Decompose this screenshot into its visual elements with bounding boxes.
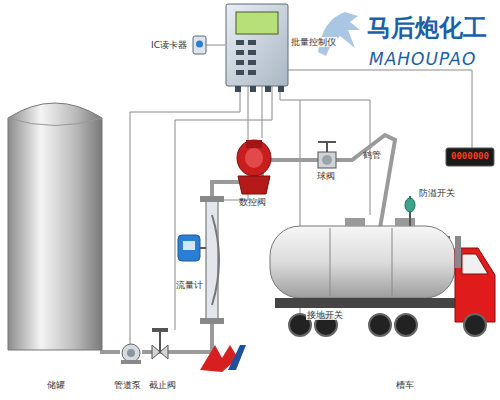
device-label: 数控阀 — [238, 197, 267, 207]
device-label: 储罐 — [46, 380, 66, 390]
overflow-switch — [405, 196, 415, 226]
device-label: 流量计 — [175, 280, 204, 290]
flow-meter — [178, 196, 224, 324]
device-label: 批量控制仪 — [290, 37, 337, 47]
jn-logo — [200, 345, 246, 372]
device-label: 防溢开关 — [418, 188, 456, 198]
watermark-logo — [318, 12, 360, 56]
device-label: 接地开关 — [306, 310, 344, 320]
device-label: 截止阀 — [148, 380, 177, 390]
tanker-truck — [270, 218, 495, 336]
device-label: IC读卡器 — [150, 40, 188, 50]
digital-control-valve — [237, 140, 271, 194]
storage-tank — [8, 103, 102, 350]
pipeline-pump — [121, 344, 141, 364]
device-label: 槽车 — [395, 380, 415, 390]
ic-card-reader — [193, 36, 206, 54]
watermark-text: 马后炮化工 — [366, 14, 488, 43]
cutoff-valve — [152, 328, 168, 359]
batch-controller — [226, 4, 288, 92]
device-label: 球阀 — [316, 171, 336, 181]
device-label: 管道泵 — [113, 380, 142, 390]
led-digits: 0000000 — [450, 151, 490, 161]
watermark-text: MAHOUPAO — [368, 50, 477, 70]
ball-valve — [318, 142, 336, 168]
led-display — [446, 148, 494, 166]
device-label: 鹤管 — [362, 150, 382, 160]
